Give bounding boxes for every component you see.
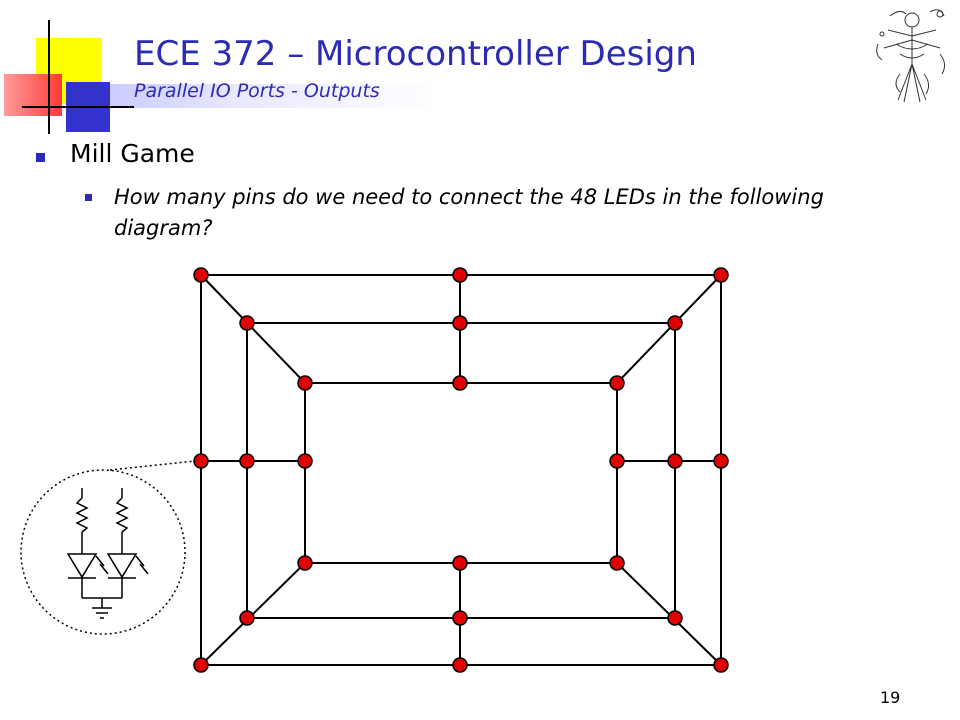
decor-title-bar [100,84,440,108]
led-point [452,315,468,331]
led-point [452,555,468,571]
led-point [239,610,255,626]
bullet-question: How many pins do we need to connect the … [114,185,824,240]
vitruvian-man-sketch-icon [876,9,946,103]
led-resistor-schematic [66,488,149,619]
led-point [297,375,313,391]
led-point [609,375,625,391]
bullet-mill-game: Mill Game [70,139,195,168]
sub-bullet-marker [85,194,92,201]
led-point [452,267,468,283]
led-point [609,555,625,571]
led-point [609,453,625,469]
led-point [452,375,468,391]
page-number: 19 [880,688,901,707]
led-point [713,453,729,469]
led-point [193,267,209,283]
led-point [239,315,255,331]
zoom-connector-line [109,460,196,471]
slide-title: ECE 372 – Microcontroller Design [134,34,697,74]
led-point [452,657,468,673]
decor-vertical-line [48,20,50,134]
led-point [297,555,313,571]
bullet-marker [36,153,45,162]
board-lines [200,274,722,666]
led-point [193,657,209,673]
led-points [193,267,729,673]
led-point [667,315,683,331]
led-point [713,267,729,283]
led-point [297,453,313,469]
slide-subtitle: Parallel IO Ports - Outputs [134,80,380,102]
led-point [667,610,683,626]
led-point [452,610,468,626]
decor-red-square [4,74,62,116]
led-point [193,453,209,469]
decor-horizontal-line [22,106,134,108]
zoom-inset [20,460,196,635]
led-point [239,453,255,469]
zoom-circle [20,469,186,635]
led-point [713,657,729,673]
led-point [667,453,683,469]
